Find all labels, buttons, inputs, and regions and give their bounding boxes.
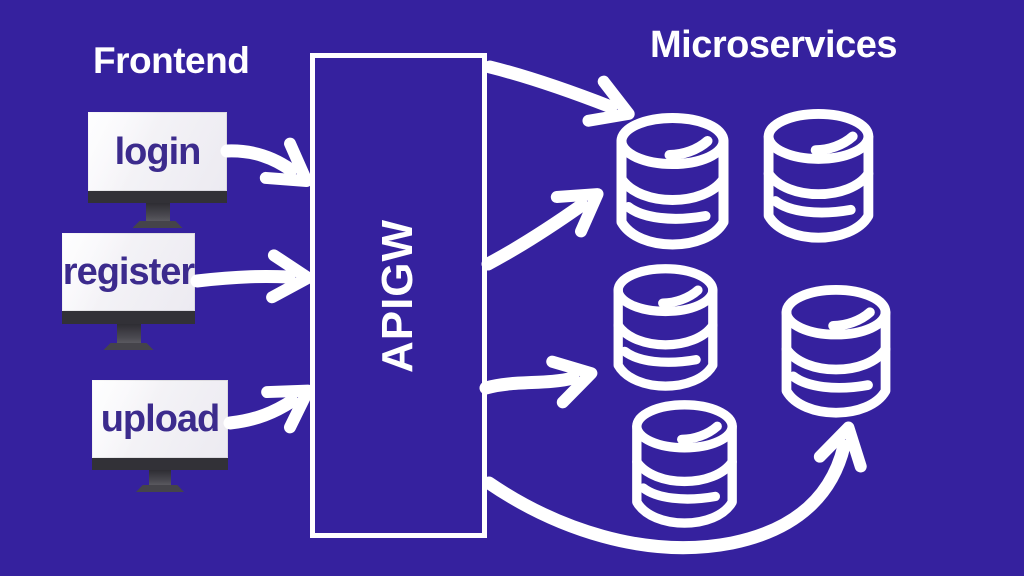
monitor-stand-neck [116, 324, 141, 343]
monitor-bezel [92, 458, 228, 470]
monitor-bezel [62, 311, 195, 324]
monitor-label-upload: upload [100, 398, 221, 440]
monitor-stand-neck [145, 203, 170, 221]
monitor-screen: login [88, 112, 227, 191]
monitor-stand-base [136, 485, 184, 492]
monitor-label-register: register [62, 251, 195, 293]
monitor-register: register [62, 233, 195, 350]
api-gateway-label: APIGW [373, 218, 423, 373]
database-icon-service4 [786, 290, 885, 413]
microservices-heading: Microservices [650, 24, 898, 66]
arrow-apigw-to-service4-curved [482, 421, 867, 555]
arrow-apigw-to-service1-side [481, 188, 604, 271]
database-icon-service5 [637, 405, 732, 523]
monitor-stand-base [132, 221, 183, 228]
monitor-upload: upload [92, 380, 228, 492]
arrow-login-to-apigw [220, 137, 313, 187]
monitor-login: login [88, 112, 227, 228]
monitor-screen: upload [92, 380, 228, 458]
arrow-apigw-to-service1-top [483, 60, 635, 127]
monitor-bezel [88, 191, 227, 203]
arrow-register-to-apigw [190, 249, 314, 304]
monitor-stand-base [103, 343, 154, 350]
arrow-upload-to-apigw [223, 384, 314, 434]
database-icon-service3 [618, 269, 713, 386]
database-icon-service2 [769, 114, 869, 238]
monitor-stand-neck [149, 470, 171, 485]
monitor-label-login: login [114, 130, 202, 173]
database-icon-service1 [622, 118, 724, 245]
api-gateway-box: APIGW [310, 53, 487, 538]
arrow-apigw-to-service3 [479, 355, 598, 409]
monitor-screen: register [62, 233, 195, 311]
frontend-heading: Frontend [93, 40, 250, 81]
